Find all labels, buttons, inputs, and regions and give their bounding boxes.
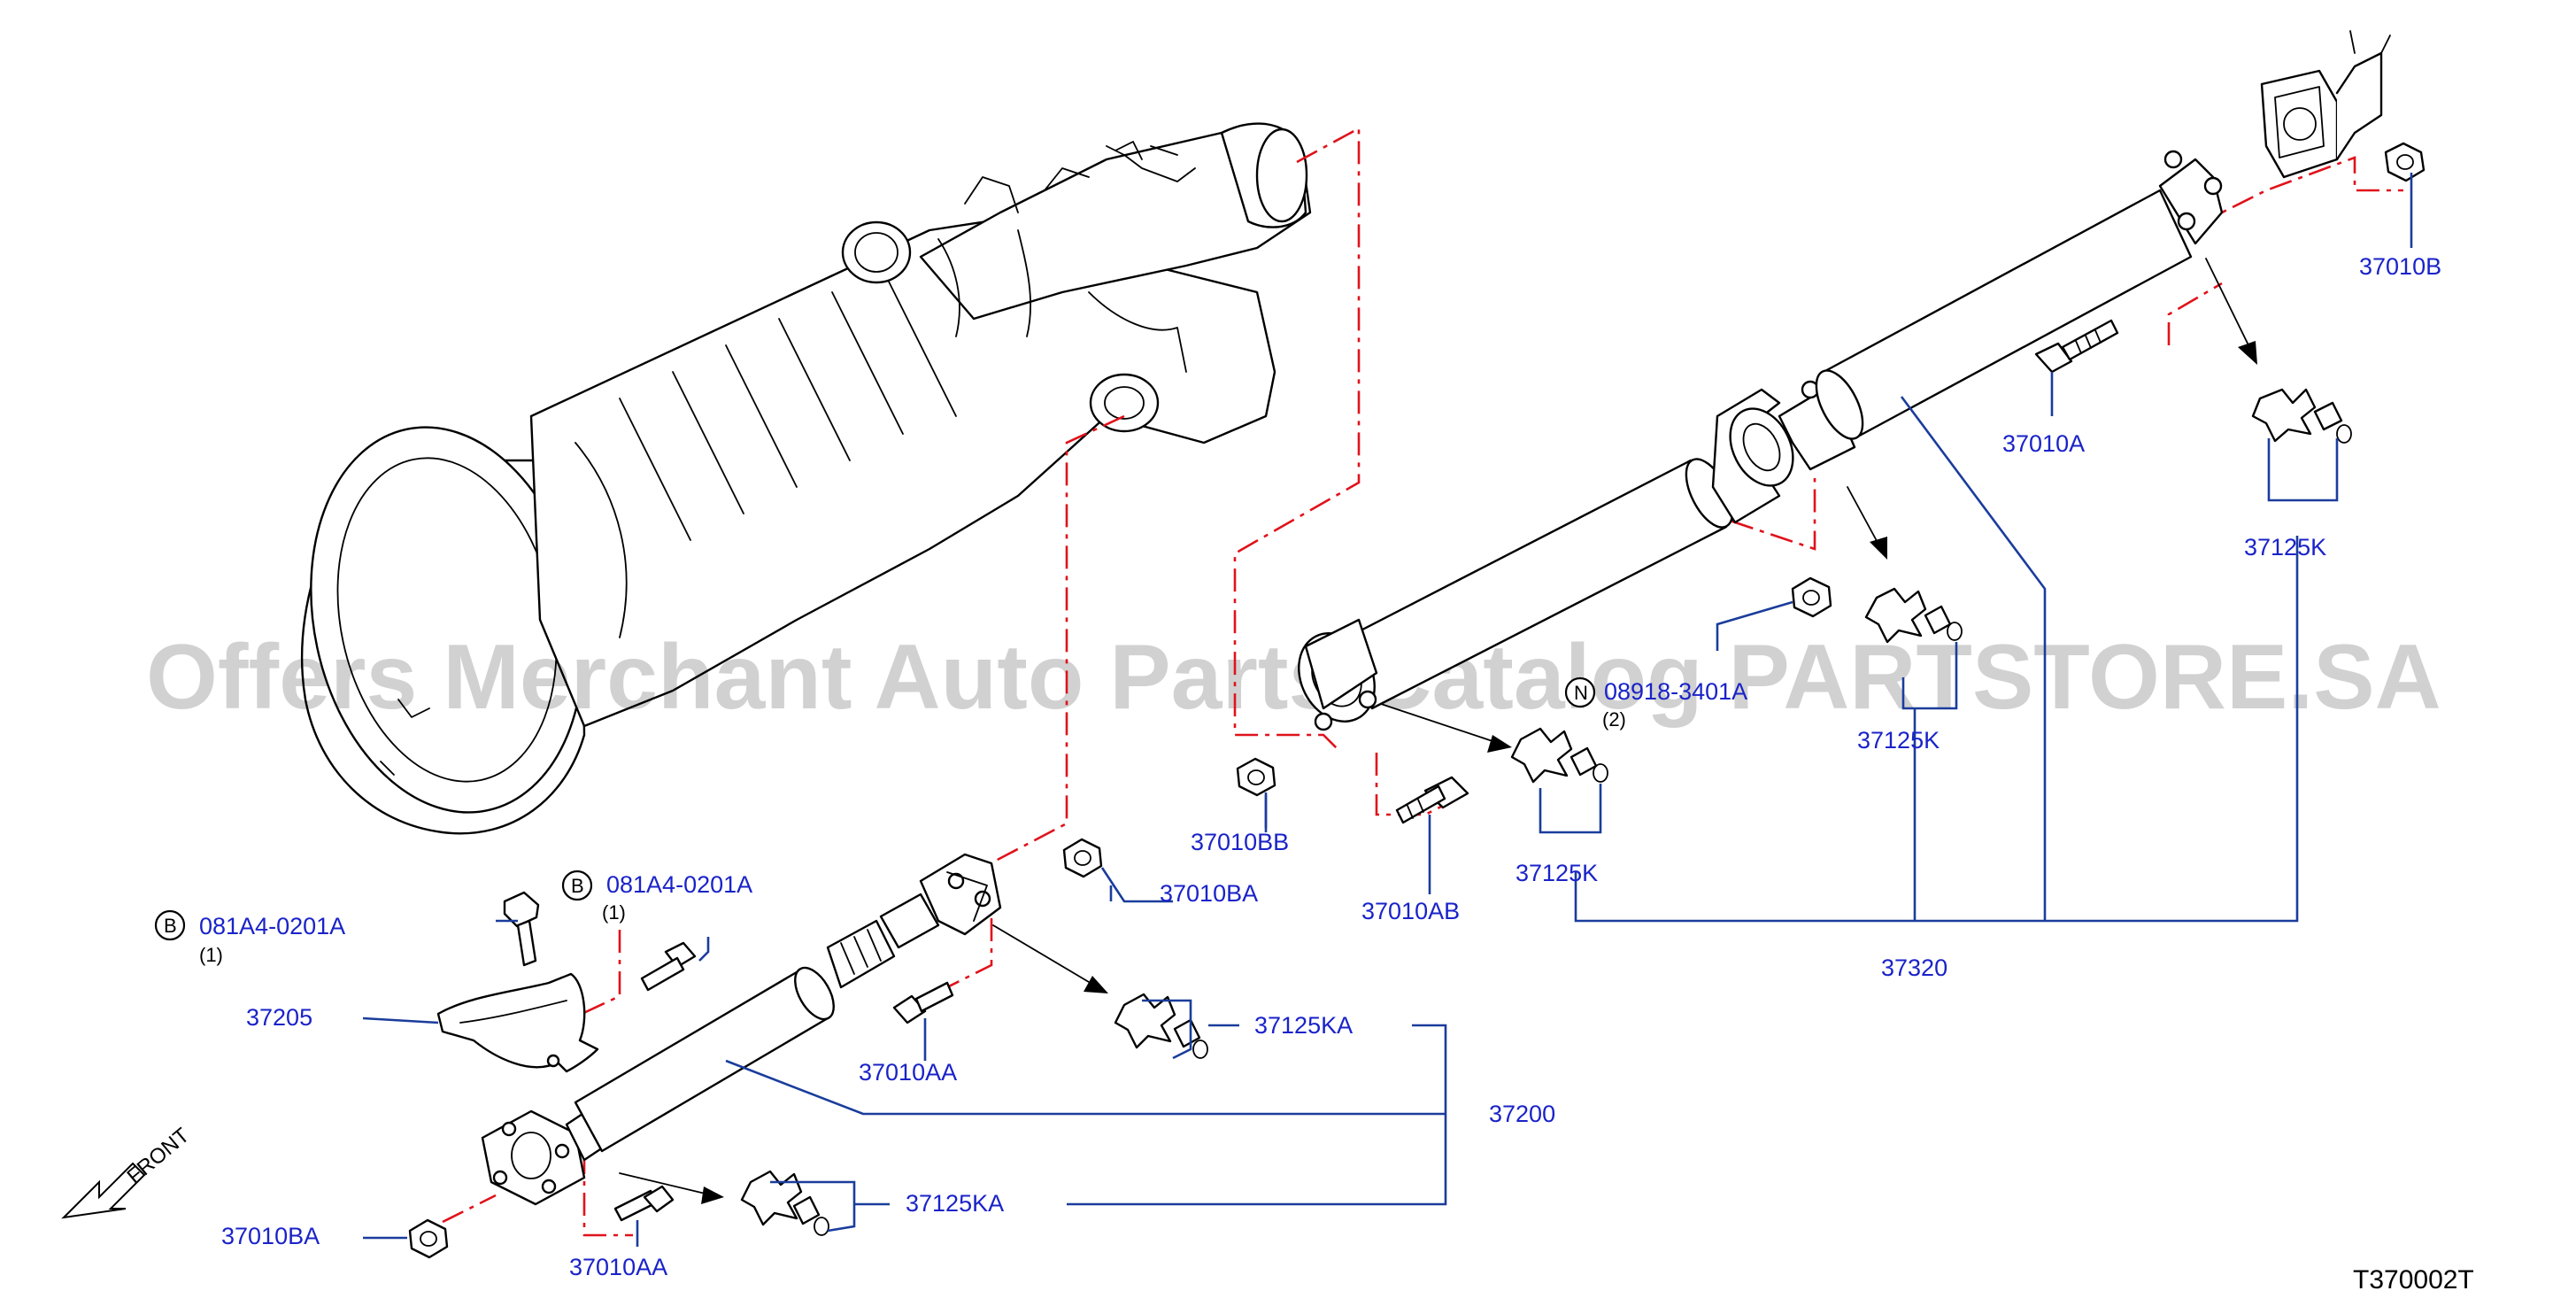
front-direction-indicator: FRONT <box>61 1124 195 1219</box>
joint-kit-37125k-right-icon <box>2251 388 2352 444</box>
callout-n-marker <box>1564 676 1596 708</box>
part-labels: 37010B 37010A 37125K 37125K 37125K 37320… <box>154 253 2441 1280</box>
bolt-b-upper-icon <box>503 891 540 967</box>
label-37010aa-lower: 37010AA <box>569 1254 667 1280</box>
bolt-37010a-icon <box>2034 319 2119 374</box>
nut-37010bb-icon <box>1236 757 1276 797</box>
label-37010ba-lower: 37010BA <box>221 1223 320 1249</box>
callout-b-right-letter: B <box>571 875 584 897</box>
label-081a4-right: 081A4-0201A <box>606 871 752 898</box>
watermark-text: Offers Merchant Auto Parts Catalog PARTS… <box>146 626 2441 729</box>
label-37010aa-upper: 37010AA <box>859 1059 957 1086</box>
nut-n-icon <box>1791 576 1832 618</box>
nut-37010ba-lower-icon <box>408 1218 449 1259</box>
diagram-code: T370002T <box>2353 1265 2474 1295</box>
label-37010bb: 37010BB <box>1191 829 1289 855</box>
label-37010b: 37010B <box>2359 253 2441 280</box>
callout-n-letter: N <box>1574 682 1588 704</box>
label-08918: 08918-3401A <box>1604 678 1747 705</box>
joint-kit-37125ka-upper-icon <box>1114 993 1208 1059</box>
joint-kit-37125k-left-icon <box>1510 727 1608 784</box>
bolt-37010aa-upper-icon <box>892 981 954 1024</box>
nut-37010b-icon <box>2384 142 2426 182</box>
label-37125k-mid: 37125K <box>1857 727 1940 754</box>
callout-b-left-marker <box>154 909 186 941</box>
small-hardware <box>408 142 2426 1259</box>
label-37125ka-upper: 37125KA <box>1254 1012 1353 1039</box>
label-37205: 37205 <box>246 1004 312 1031</box>
transmission-illustration <box>300 122 1312 835</box>
label-08918-qty: (2) <box>1602 708 1626 730</box>
callout-b-left-letter: B <box>164 915 177 937</box>
leader-lines <box>362 173 2413 1247</box>
label-081a4-left: 081A4-0201A <box>199 913 345 939</box>
front-label: FRONT <box>123 1124 195 1189</box>
heat-insulator <box>436 972 599 1073</box>
label-37125k-right: 37125K <box>2244 534 2326 560</box>
bolt-37010ab-icon <box>1395 776 1469 824</box>
nut-37010ba-upper-icon <box>1062 838 1103 878</box>
label-37125ka-lower: 37125KA <box>906 1190 1004 1217</box>
label-081a4-left-qty: (1) <box>199 944 223 966</box>
bolt-37010aa-lower-icon <box>613 1185 675 1222</box>
callout-b-right-marker <box>561 870 593 901</box>
bolt-b-middle-icon <box>640 941 697 992</box>
explode-arrows <box>619 258 2257 1204</box>
label-37010ba-upper: 37010BA <box>1160 880 1258 907</box>
label-37010a: 37010A <box>2002 430 2085 457</box>
label-37010ab: 37010AB <box>1361 898 1460 924</box>
label-37200: 37200 <box>1489 1101 1555 1127</box>
label-37125k-left: 37125K <box>1516 860 1598 886</box>
label-37320: 37320 <box>1881 955 1947 981</box>
label-081a4-right-qty: (1) <box>602 901 626 924</box>
rear-propeller-shaft <box>1298 30 2391 731</box>
front-propeller-shaft <box>481 853 1002 1206</box>
joint-kit-37125k-mid-icon <box>1864 587 1963 644</box>
